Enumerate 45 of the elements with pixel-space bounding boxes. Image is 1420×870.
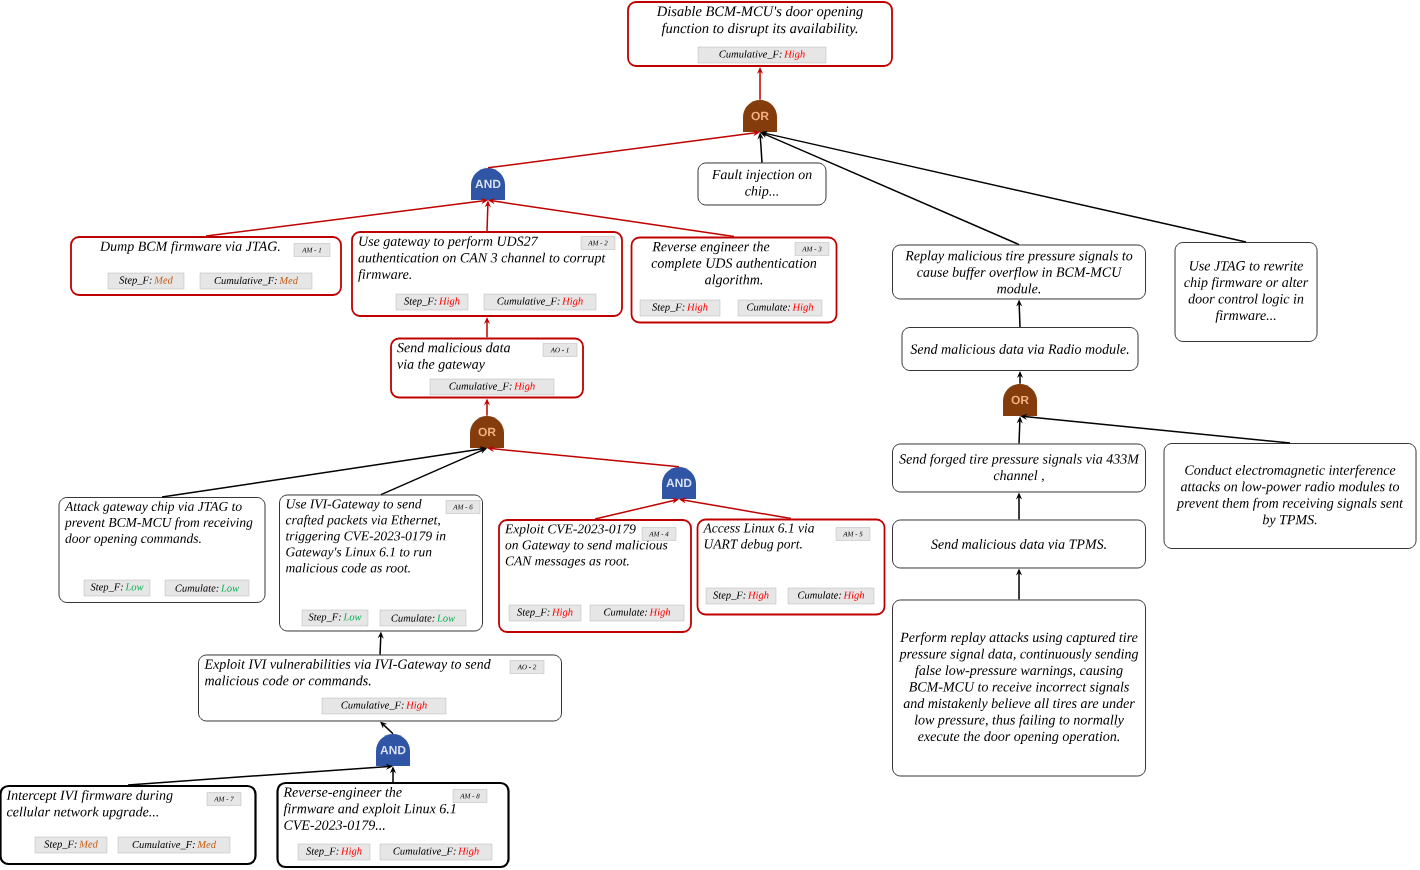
- arrow: [594, 497, 679, 520]
- rating-tag: Step_F: Low: [83, 579, 151, 597]
- arrow: [487, 130, 760, 169]
- rating-tag: Cumulative_F: High: [483, 293, 597, 311]
- rating-tag: Cumulate: High: [787, 587, 875, 605]
- attack-box: Send malicious data via Radio module.: [901, 327, 1139, 371]
- rating-tag: Step_F: Med: [34, 836, 108, 854]
- logic-gate: OR: [743, 100, 777, 132]
- rating-tag: Cumulate: High: [737, 299, 823, 317]
- attack-box: Fault injection on chip...: [697, 162, 827, 206]
- logic-gate: OR: [470, 416, 504, 448]
- attack-box: Conduct electromagnetic interference attacks on low-power radio modules to prevent them from receiving signals sent by TPMS.: [1163, 443, 1417, 549]
- attack-box: Send forged tire pressure signals via 433M channel ,: [892, 443, 1146, 493]
- arrow: [488, 198, 735, 238]
- rating-tag: Cumulate: Low: [379, 609, 467, 627]
- rating-tag: Cumulative_F: High: [697, 46, 827, 64]
- arrow: [161, 446, 487, 498]
- rating-tag: Step_F: High: [395, 293, 469, 311]
- arrow: [205, 198, 488, 237]
- logic-gate: AND: [376, 734, 410, 766]
- rating-tag: Cumulative_F: Med: [199, 272, 313, 290]
- attack-box: Perform replay attacks using captured tire pressure signal data, continuously sending false low-pressure warnings, causing BCM-MCU to receive incorrect signals and mistakenly believe all tires are under low pressure, thus failing to normally execute the door opening operation.: [892, 599, 1146, 777]
- rating-tag: Step_F: Low: [301, 609, 369, 627]
- rating-tag: Cumulative_F: Med: [117, 836, 231, 854]
- rating-tag: Step_F: High: [639, 299, 721, 317]
- attack-box: Send malicious data via TPMS.: [892, 519, 1146, 569]
- arrow: [760, 132, 1020, 246]
- rating-tag: Cumulative_F: High: [321, 697, 447, 715]
- arrow: [380, 448, 487, 496]
- rating-tag: Cumulate: High: [589, 604, 685, 622]
- logic-gate: AND: [471, 168, 505, 200]
- rating-tag: Step_F: High: [705, 587, 777, 605]
- rating-tag: Cumulative_F: High: [379, 843, 493, 861]
- attack-box: Use JTAG to rewrite chip firmware or alter door control logic in firmware...: [1174, 242, 1318, 342]
- arrow: [127, 763, 393, 786]
- rating-tag: Step_F: High: [297, 843, 371, 861]
- logic-gate: AND: [662, 467, 696, 499]
- rating-tag: Step_F: Med: [107, 272, 185, 290]
- rating-tag: Cumulate: Low: [164, 579, 250, 597]
- rating-tag: Cumulative_F: High: [429, 378, 555, 396]
- rating-tag: Step_F: High: [508, 604, 582, 622]
- logic-gate: OR: [1003, 384, 1037, 416]
- arrow: [380, 721, 394, 735]
- attack-box: Replay malicious tire pressure signals to cause buffer overflow in BCM-MCU module.: [892, 244, 1146, 300]
- arrow: [679, 497, 792, 520]
